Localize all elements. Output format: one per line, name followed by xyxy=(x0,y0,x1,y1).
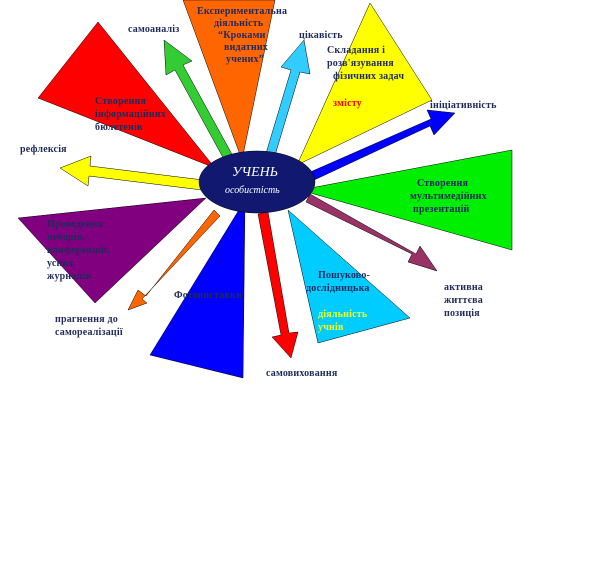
label-stvorennia-biuleteniv: Створення інформаційних бюлетенів xyxy=(95,96,169,133)
arrow-prahnennia xyxy=(127,209,221,311)
label-skladannia: Складання і розв'язування фізичних задач xyxy=(327,45,404,82)
label-samovykhovannia: самовиховання xyxy=(266,368,338,379)
label-zmistu: змісту xyxy=(333,98,362,109)
label-tsikavist: цікавість xyxy=(299,30,343,41)
arrow-aktyvna xyxy=(305,193,438,272)
arrow-tsikavist xyxy=(263,39,311,163)
center-title: УЧЕНЬ xyxy=(232,165,278,180)
triangle-blue xyxy=(149,199,246,379)
center-subtitle: особистість xyxy=(225,185,280,196)
arrow-samovykhovannia xyxy=(257,211,299,359)
center-ellipse xyxy=(198,150,316,214)
label-samoanaliz: самоаналіз xyxy=(128,24,180,35)
arrow-samoanaliz xyxy=(163,39,235,164)
triangle-orange xyxy=(182,0,276,161)
label-multymedia: Створення мультимедійних презентацій xyxy=(410,178,490,215)
triangle-purple xyxy=(17,197,207,304)
triangle-cyan xyxy=(287,209,411,344)
label-poshukovo: Пошуково- дослідницька xyxy=(306,270,373,294)
label-refleksiia: рефлексія xyxy=(20,144,67,155)
arrow-refleksiia xyxy=(59,155,204,191)
label-initsiatyvnist: ініціативність xyxy=(430,100,497,111)
label-provedennia: Проведення вечорів, конференцій, усних ж… xyxy=(47,219,112,282)
triangle-green xyxy=(299,149,513,251)
triangle-yellow xyxy=(296,2,433,166)
arrow-initsiatyvnist xyxy=(307,109,456,182)
label-eksperymentalna: Експериментальна діяльність “Кроками вид… xyxy=(197,6,290,65)
label-aktyvna-pozytsiia: активна життєва позиція xyxy=(444,282,486,319)
label-fotovystavky: Фотовиставки xyxy=(174,290,242,301)
label-prahnennia: прагнення до самореалізації xyxy=(55,314,123,338)
triangle-red xyxy=(37,21,216,169)
label-diialnist-uchniv: діяльність учнів xyxy=(318,309,370,333)
